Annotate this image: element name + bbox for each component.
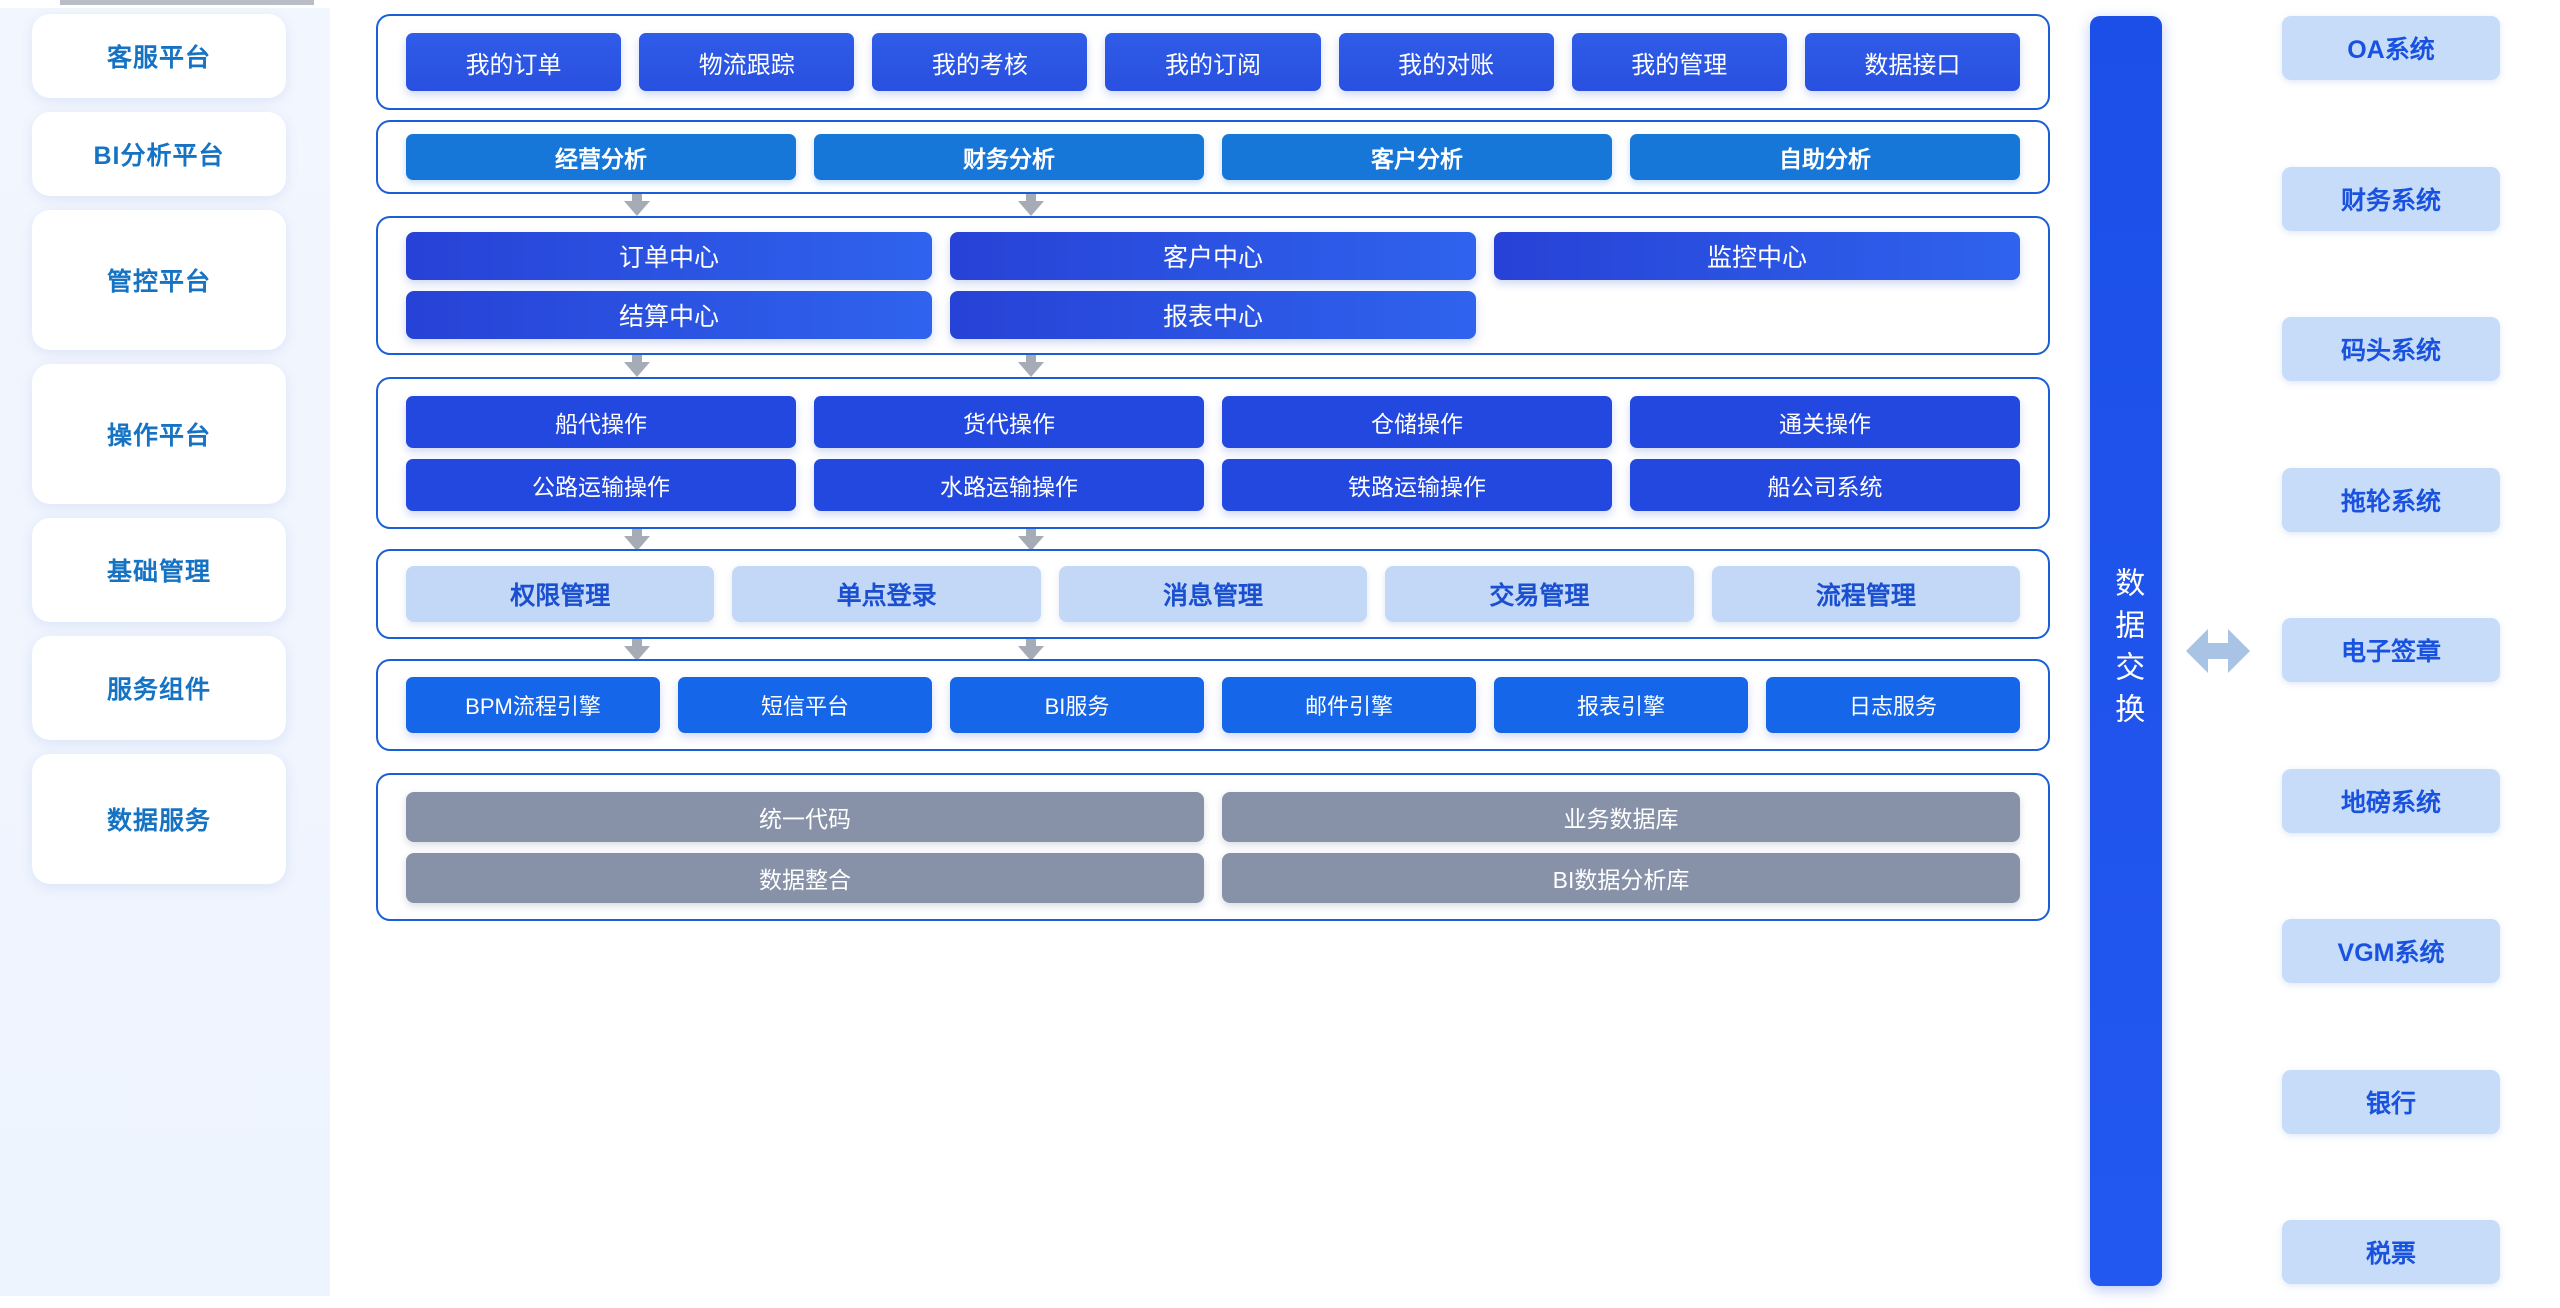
chip-waterway-transport-operation[interactable]: 水路运输操作: [814, 458, 1204, 511]
panel-row: 结算中心 报表中心: [406, 291, 2020, 339]
panel-row: 船代操作 货代操作 仓储操作 通关操作: [406, 395, 2020, 448]
chip-my-reconciliation[interactable]: 我的对账: [1338, 33, 1554, 91]
chip-data-interface[interactable]: 数据接口: [1804, 33, 2020, 91]
system-box-oa[interactable]: OA系统: [2282, 16, 2500, 80]
chip-permission-management[interactable]: 权限管理: [406, 566, 715, 622]
chip-customer-analysis[interactable]: 客户分析: [1222, 134, 1612, 180]
chip-my-assessment[interactable]: 我的考核: [872, 33, 1088, 91]
chip-financial-analysis[interactable]: 财务分析: [814, 134, 1204, 180]
sidebar-item-label: 客服平台: [106, 44, 211, 72]
panel-row: BPM流程引擎 短信平台 BI服务 邮件引擎 报表引擎 日志服务: [406, 677, 2020, 733]
top-edge-artifact: [60, 0, 314, 5]
chip-road-transport-operation[interactable]: 公路运输操作: [406, 458, 796, 511]
chip-logistics-tracking[interactable]: 物流跟踪: [639, 33, 855, 91]
chip-report-center[interactable]: 报表中心: [950, 291, 1476, 339]
chip-bi-service[interactable]: BI服务: [950, 677, 1204, 733]
chip-process-management[interactable]: 流程管理: [1711, 566, 2021, 622]
chip-message-management[interactable]: 消息管理: [1058, 566, 1368, 622]
chip-self-service-analysis[interactable]: 自助分析: [1630, 134, 2020, 180]
chip-my-management[interactable]: 我的管理: [1571, 33, 1787, 91]
chip-shipping-company-system[interactable]: 船公司系统: [1630, 458, 2020, 511]
panel-operation-platform: 船代操作 货代操作 仓储操作 通关操作 公路运输操作 水路运输操作 铁路运输操作…: [376, 377, 2050, 529]
system-box-vgm[interactable]: VGM系统: [2282, 919, 2500, 983]
chip-business-analysis[interactable]: 经营分析: [406, 134, 796, 180]
panel-row: 经营分析 财务分析 客户分析 自助分析: [406, 134, 2020, 180]
external-systems-column: OA系统 财务系统 码头系统 拖轮系统 电子签章 地磅系统 VGM系统 银行 税…: [2260, 8, 2560, 1296]
chip-sms-platform[interactable]: 短信平台: [678, 677, 932, 733]
chip-transaction-management[interactable]: 交易管理: [1385, 566, 1694, 622]
data-exchange-label: 数据交换: [2110, 567, 2144, 735]
chip-monitoring-center[interactable]: 监控中心: [1494, 232, 2020, 280]
panel-bi-platform: 经营分析 财务分析 客户分析 自助分析: [376, 120, 2050, 194]
chip-log-service[interactable]: 日志服务: [1766, 677, 2020, 733]
chip-customer-center[interactable]: 客户中心: [950, 232, 1476, 280]
chip-mail-engine[interactable]: 邮件引擎: [1222, 677, 1476, 733]
sidebar-item-basic-management[interactable]: 基础管理: [32, 518, 286, 622]
panel-row: 权限管理 单点登录 消息管理 交易管理 流程管理: [406, 566, 2021, 622]
chip-customs-operation[interactable]: 通关操作: [1630, 395, 2020, 448]
panel-basic-management: 权限管理 单点登录 消息管理 交易管理 流程管理: [376, 549, 2050, 639]
double-arrow-horizontal-icon: [2186, 619, 2250, 683]
platform-layer-stack: 我的订单 物流跟踪 我的考核 我的订阅 我的对账 我的管理 数据接口 经营分析 …: [330, 8, 2080, 1296]
sidebar-item-label: 操作平台: [106, 422, 211, 450]
system-box-finance[interactable]: 财务系统: [2282, 166, 2500, 231]
system-box-bank[interactable]: 银行: [2282, 1069, 2500, 1134]
chip-data-integration[interactable]: 数据整合: [406, 852, 1204, 903]
sidebar-item-label: 基础管理: [106, 558, 211, 586]
data-exchange-bar[interactable]: 数据交换: [2090, 16, 2162, 1286]
layer-label-sidebar: 客服平台 BI分析平台 管控平台 操作平台 基础管理 服务组件 数据服务: [0, 8, 330, 1296]
chip-single-sign-on[interactable]: 单点登录: [732, 566, 1041, 622]
panel-row: 数据整合 BI数据分析库: [406, 852, 2020, 903]
chip-my-orders[interactable]: 我的订单: [406, 33, 622, 91]
system-box-tax-invoice[interactable]: 税票: [2282, 1220, 2500, 1284]
panel-control-platform: 订单中心 客户中心 监控中心 结算中心 报表中心: [376, 216, 2050, 355]
chip-bi-analytics-database[interactable]: BI数据分析库: [1222, 852, 2020, 903]
panel-customer-service: 我的订单 物流跟踪 我的考核 我的订阅 我的对账 我的管理 数据接口: [376, 14, 2050, 110]
sidebar-item-label: 管控平台: [106, 268, 211, 296]
panel-row: 统一代码 业务数据库: [406, 791, 2020, 842]
chip-report-engine[interactable]: 报表引擎: [1494, 677, 1748, 733]
chip-settlement-center[interactable]: 结算中心: [406, 291, 932, 339]
chip-warehouse-operation[interactable]: 仓储操作: [1222, 395, 1612, 448]
panel-row: 订单中心 客户中心 监控中心: [406, 232, 2020, 280]
panel-row: 我的订单 物流跟踪 我的考核 我的订阅 我的对账 我的管理 数据接口: [406, 33, 2020, 91]
system-box-weighbridge[interactable]: 地磅系统: [2282, 768, 2500, 833]
chip-railway-transport-operation[interactable]: 铁路运输操作: [1222, 458, 1612, 511]
chip-freight-forwarding-operation[interactable]: 货代操作: [814, 395, 1204, 448]
sidebar-item-label: 数据服务: [106, 807, 211, 835]
system-box-terminal[interactable]: 码头系统: [2282, 317, 2500, 381]
sidebar-item-control-platform[interactable]: 管控平台: [32, 210, 286, 350]
panel-service-components: BPM流程引擎 短信平台 BI服务 邮件引擎 报表引擎 日志服务: [376, 659, 2050, 751]
data-exchange-column: 数据交换: [2080, 8, 2260, 1296]
chip-my-subscription[interactable]: 我的订阅: [1105, 33, 1321, 91]
panel-row: 公路运输操作 水路运输操作 铁路运输操作 船公司系统: [406, 458, 2020, 511]
chip-order-center[interactable]: 订单中心: [406, 232, 932, 280]
sidebar-item-service-components[interactable]: 服务组件: [32, 636, 286, 740]
sidebar-item-operation-platform[interactable]: 操作平台: [32, 364, 286, 504]
system-box-e-signature[interactable]: 电子签章: [2282, 618, 2500, 682]
sidebar-item-label: BI分析平台: [93, 142, 225, 170]
chip-unified-code[interactable]: 统一代码: [406, 791, 1204, 842]
system-box-tugboat[interactable]: 拖轮系统: [2282, 467, 2500, 532]
panel-data-service: 统一代码 业务数据库 数据整合 BI数据分析库: [376, 773, 2050, 921]
sidebar-item-label: 服务组件: [106, 676, 211, 704]
sidebar-item-data-service[interactable]: 数据服务: [32, 754, 286, 884]
sidebar-item-customer-service[interactable]: 客服平台: [32, 14, 286, 98]
sidebar-item-bi-platform[interactable]: BI分析平台: [32, 112, 286, 196]
chip-bpm-process-engine[interactable]: BPM流程引擎: [406, 677, 660, 733]
chip-shipping-agency-operation[interactable]: 船代操作: [406, 395, 796, 448]
chip-business-database[interactable]: 业务数据库: [1222, 791, 2020, 842]
